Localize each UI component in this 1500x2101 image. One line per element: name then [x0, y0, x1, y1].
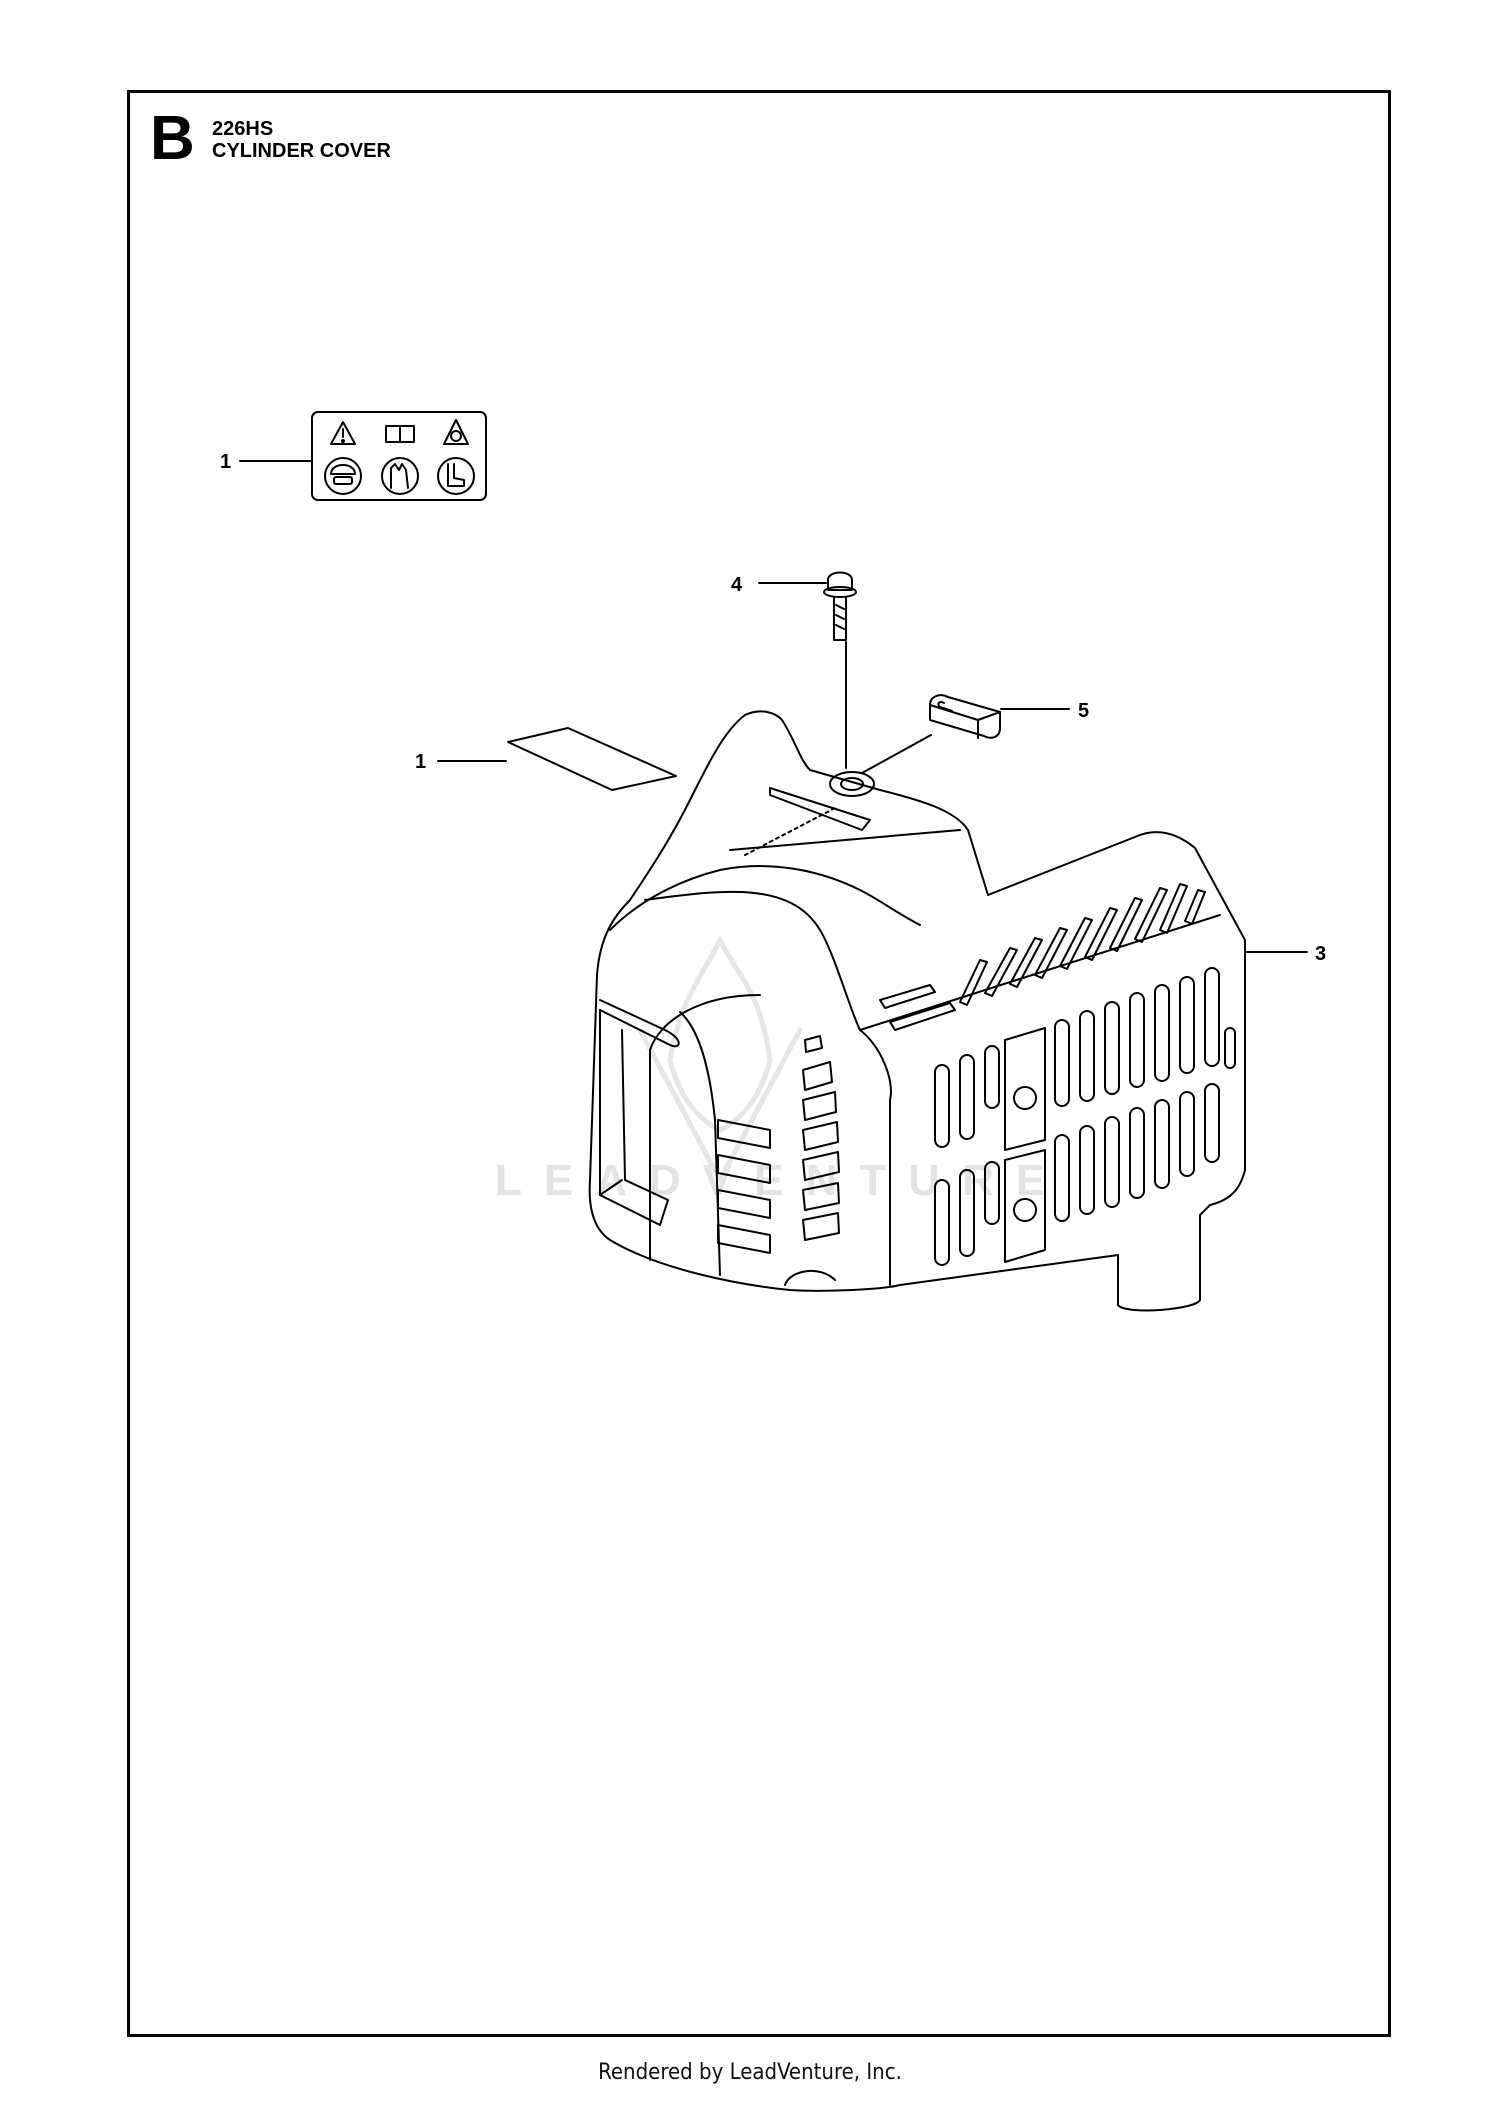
section-letter: B: [150, 104, 195, 173]
manual-icon: [385, 425, 415, 443]
footer-credit: Rendered by LeadVenture, Inc.: [598, 2060, 902, 2085]
diagram-frame: [127, 90, 1391, 2037]
watermark: LEADVENTURE: [495, 1156, 1067, 1205]
callout-1-decal[interactable]: 1: [220, 451, 231, 473]
plug-axis-line: [861, 734, 932, 774]
callout-5-plug[interactable]: 5: [1078, 700, 1089, 722]
watermark-logo: [637, 937, 803, 1183]
cylinder-cover[interactable]: [588, 710, 1246, 1312]
blank-label[interactable]: [507, 727, 677, 791]
model-number: 226HS: [212, 118, 274, 140]
front-vents: [934, 967, 1236, 1266]
plug-part[interactable]: [929, 694, 1001, 739]
screw-part[interactable]: [823, 571, 857, 641]
callout-4-screw[interactable]: 4: [731, 574, 743, 596]
top-vents: [879, 883, 1206, 1031]
callout-3-cover[interactable]: 3: [1315, 943, 1326, 965]
callout-1-label[interactable]: 1: [415, 751, 426, 773]
safety-decal[interactable]: [311, 411, 487, 501]
helmet-icon: [324, 457, 362, 495]
diagram-title: CYLINDER COVER: [212, 140, 391, 162]
gloves-icon: [381, 457, 419, 495]
warning-icon: [330, 421, 356, 445]
boots-icon: [437, 457, 475, 495]
hazard-icon: [443, 419, 469, 445]
side-vents: [717, 1035, 840, 1254]
